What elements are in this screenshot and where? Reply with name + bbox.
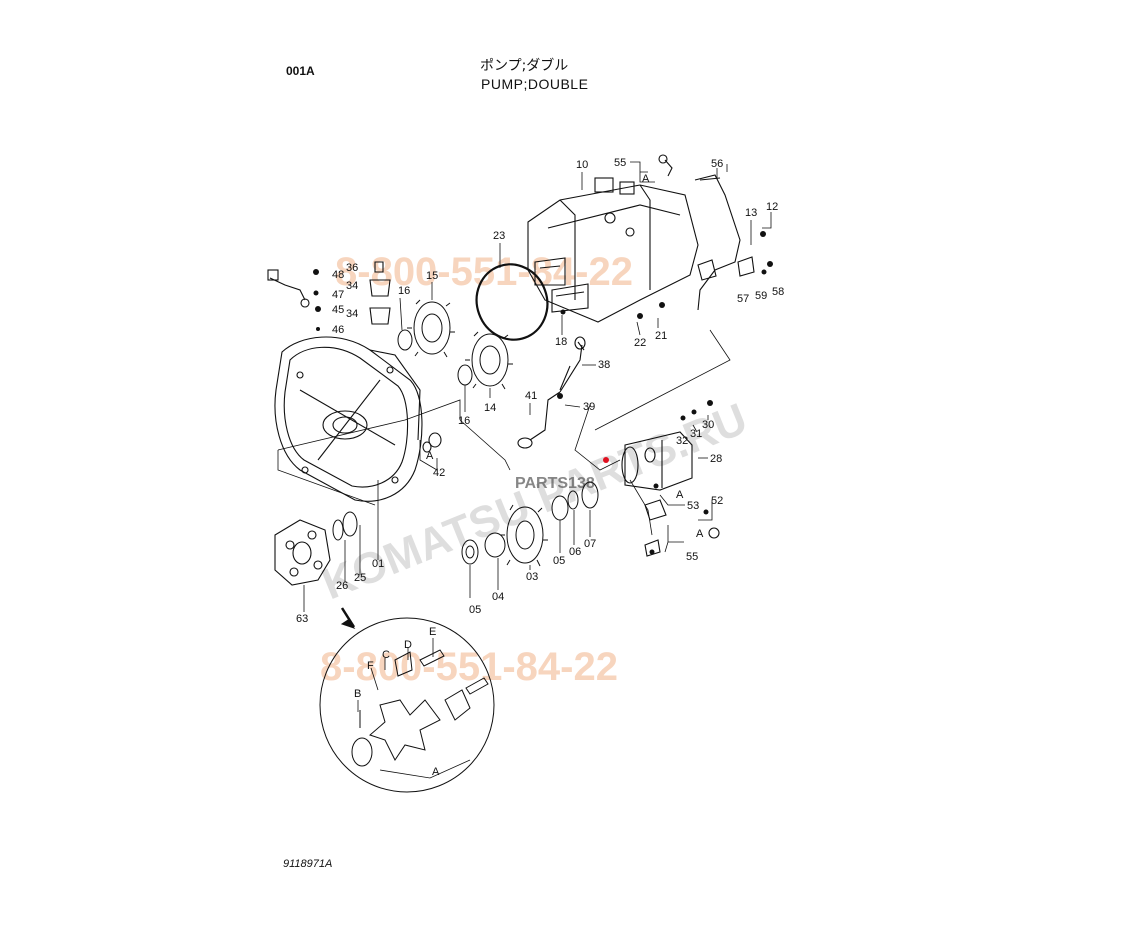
callout-03: 03 [526,571,538,583]
detail-label-a: A [432,766,440,778]
callout-01: 01 [372,558,384,570]
callout-05-right: 05 [553,555,565,567]
callout-38: 38 [598,359,610,371]
gear-14 [471,333,509,387]
callout-55-bottom: 55 [686,551,698,563]
callout-28: 28 [710,453,722,465]
callout-ref-a-left: A [426,450,434,462]
pilot-gear-pump [621,431,693,491]
detail-label-f: F [367,660,374,672]
callout-ref-a-lower: A [696,528,704,540]
watermark-phone-bottom: 8-800-551-84-22 [320,645,618,689]
detail-label-c: C [382,649,390,661]
callout-53: 53 [687,500,699,512]
callout-23: 23 [493,230,505,242]
callout-41: 41 [525,390,537,402]
diagram-code: 001A [286,64,315,78]
leader-lines [277,161,772,779]
title-japanese: ポンプ;ダブル [480,58,569,74]
callout-21: 21 [655,330,667,342]
callout-30: 30 [702,419,714,431]
figure-number: 9118971A [283,858,333,870]
callout-55-top: 55 [614,157,626,169]
detail-label-e: E [429,626,436,638]
callout-13: 13 [745,207,757,219]
callout-05-left: 05 [469,604,481,616]
callout-15: 15 [426,270,438,282]
drive-gears [332,299,599,567]
callout-52: 52 [711,495,723,507]
watermark-logo: PARTS138 [515,475,595,492]
title-english: PUMP;DOUBLE [481,76,589,92]
callout-34-top: 34 [346,280,358,292]
callout-07: 07 [584,538,596,550]
callout-ref-a-top: A [642,173,650,185]
callout-48: 48 [332,269,344,281]
callout-45: 45 [332,304,344,316]
callout-06: 06 [569,546,581,558]
callout-47: 47 [332,289,344,301]
callout-34-bottom: 34 [346,308,358,320]
callout-ref-a-right: A [676,489,684,501]
callout-42: 42 [433,467,445,479]
hydraulic-pump-assembly [475,177,699,341]
callout-59: 59 [755,290,767,302]
callout-22: 22 [634,337,646,349]
callout-16-bottom: 16 [458,415,470,427]
coupling-detail-circle [319,607,495,793]
gear-03 [506,506,544,564]
callout-32: 32 [676,435,688,447]
callout-12: 12 [766,201,778,213]
callout-58: 58 [772,286,784,298]
callout-46: 46 [332,324,344,336]
callout-31: 31 [690,428,702,440]
callout-16-top: 16 [398,285,410,297]
detail-label-d: D [404,639,412,651]
callout-56: 56 [711,158,723,170]
callout-18: 18 [555,336,567,348]
callout-10: 10 [576,159,588,171]
gear-15 [413,301,451,355]
callout-14: 14 [484,402,496,414]
callout-26: 26 [336,580,348,592]
watermark-phone-top: 8-800-551-84-22 [335,250,633,294]
callout-04: 04 [492,591,504,603]
callout-25: 25 [354,572,366,584]
coupling-63 [274,519,331,586]
pipes-and-fittings [267,154,755,557]
fastener-markers [313,231,773,555]
callout-63: 63 [296,613,308,625]
callout-labels: 10 55 A 56 12 13 23 15 16 36 48 34 47 45… [296,157,784,778]
callout-39: 39 [583,401,595,413]
callout-57: 57 [737,293,749,305]
detail-label-b: B [354,688,361,700]
callout-36: 36 [346,262,358,274]
